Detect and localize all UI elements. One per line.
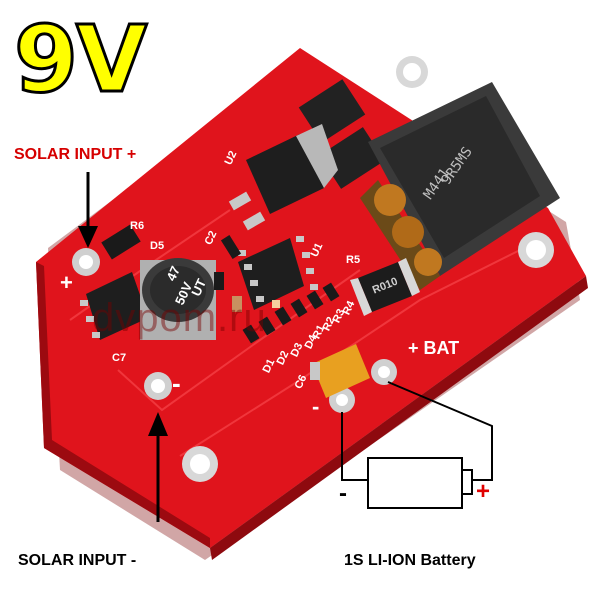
silk-bat-minus: -	[312, 394, 320, 419]
battery-minus-sign: -	[339, 480, 347, 507]
silk-d5: D5	[150, 240, 165, 252]
solar-input-minus-label: SOLAR INPUT -	[18, 552, 137, 569]
solar-minus-pad	[144, 372, 172, 400]
silk-c7: C7	[112, 352, 127, 364]
battery-label: 1S LI-ION Battery	[344, 552, 476, 569]
silk-r5: R5	[346, 254, 361, 266]
u2-regulator	[228, 124, 338, 231]
r5-resistor	[350, 258, 420, 316]
inductor	[360, 82, 560, 290]
mounting-hole-right	[518, 232, 554, 268]
left-ic	[80, 272, 148, 340]
d5-diode	[101, 224, 141, 260]
solar-input-plus-label: SOLAR INPUT +	[14, 146, 137, 163]
c6-tantalum-capacitor	[310, 344, 370, 398]
battery-symbol	[367, 457, 473, 509]
arrow-to-solar-plus	[78, 172, 98, 248]
mosfet-top-1	[298, 79, 366, 143]
silk-r6: R6	[130, 220, 145, 232]
mounting-hole-bottom-left	[182, 446, 218, 482]
battery-plus-pad	[371, 359, 397, 385]
smd-row	[242, 282, 340, 344]
silk-bat-plus: + BAT	[408, 338, 460, 358]
solar-plus-pad	[72, 248, 100, 276]
silk-solar-plus: +	[60, 270, 73, 295]
arrow-to-solar-minus	[148, 412, 168, 522]
mounting-hole-top-right	[396, 56, 428, 88]
silk-solar-minus: -	[172, 368, 181, 398]
c2-capacitor	[214, 235, 242, 312]
voltage-headline: 9V	[12, 6, 148, 113]
u1-ic	[238, 236, 318, 310]
battery-plus-sign: +	[476, 478, 491, 505]
electrolytic-capacitor	[140, 258, 216, 340]
battery-wiring	[341, 381, 493, 481]
watermark: dvpom.ru	[92, 296, 267, 340]
